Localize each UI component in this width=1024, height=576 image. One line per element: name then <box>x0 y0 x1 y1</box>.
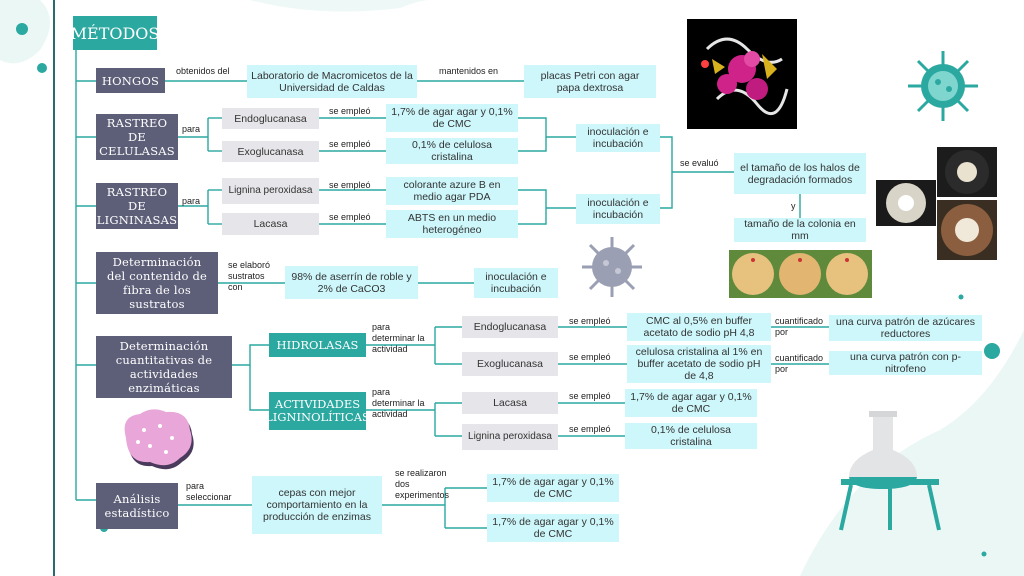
flask-stand-icon <box>839 411 941 531</box>
ligninasas-lignina-peroxidasa: Lignina peroxidasa <box>222 178 319 204</box>
evaluacion-link-se-evaluo: se evaluó <box>680 158 719 168</box>
celulasas-medio-1: 1,7% de agar agar y 0,1% de CMC <box>386 104 518 132</box>
cuantitativa-link-se-empleo-2: se empleó <box>569 352 611 362</box>
cuantitativa-medio-3: 1,7% de agar agar y 0,1% de CMC <box>625 389 757 417</box>
evaluacion-colonia-box: tamaño de la colonia en mm <box>734 218 866 242</box>
evaluacion-halos-box: el tamaño de los halos de degradación fo… <box>734 153 866 194</box>
ligninasas-link-se-empleo-2: se empleó <box>329 212 371 222</box>
hongos-link-mantenidos: mantenidos en <box>439 66 499 76</box>
hongos-petri-box: placas Petri con agar papa dextrosa <box>524 65 656 98</box>
fibra-inoculacion: inoculación e incubación <box>474 268 558 298</box>
estadistico-heading: Análisis estadístico <box>96 483 178 529</box>
hidrolasas-heading: HIDROLASAS <box>269 333 366 357</box>
ligninasas-link-se-empleo-1: se empleó <box>329 180 371 190</box>
cuantitativa-link-cuantificado-1: cuantificado por <box>775 316 824 337</box>
cuantitativa-lignina-peroxidasa: Lignina peroxidasa <box>462 424 558 450</box>
hidrolasas-link-para: para determinar la actividad <box>372 322 425 354</box>
celulasas-link-se-empleo-1: se empleó <box>329 106 371 116</box>
cuantitativa-link-se-empleo-4: se empleó <box>569 424 611 434</box>
celulasas-inoculacion: inoculación e incubación <box>576 124 660 152</box>
ligninasas-lacasa: Lacasa <box>222 213 319 235</box>
cuantitativa-medio-1: CMC al 0,5% en buffer acetato de sodio p… <box>627 313 771 341</box>
fibra-link-se-elaboro: se elaboró sustratos con <box>228 260 271 292</box>
fibra-heading: Determinación del contenido de fibra de … <box>96 252 218 314</box>
celulasas-link-para: para <box>182 124 201 134</box>
gray-virus-icon <box>582 237 642 297</box>
petri-dish-image <box>937 147 997 197</box>
celulasas-endoglucanasa: Endoglucanasa <box>222 108 319 129</box>
cuantitativa-link-se-empleo-1: se empleó <box>569 316 611 326</box>
estadistico-link-experimentos: se realizaron dos experimentos <box>395 468 450 500</box>
cuantitativa-curva-2: una curva patrón con p-nitrofeno <box>829 351 982 375</box>
page-title: MÉTODOS <box>71 16 159 50</box>
cuantitativa-medio-2: celulosa cristalina al 1% en buffer acet… <box>627 345 771 383</box>
hongos-heading: HONGOS <box>96 68 165 93</box>
celulasas-medio-2: 0,1% de celulosa cristalina <box>386 138 518 164</box>
agar-plates-image <box>729 250 872 298</box>
fibra-sustrato-box: 98% de aserrín de roble y 2% de CaCO3 <box>285 266 418 299</box>
hongos-link-obtenidos: obtenidos del <box>176 66 230 76</box>
cuantitativa-exoglucanasa: Exoglucanasa <box>462 352 558 376</box>
cuantitativa-heading: Determinación cuantitativas de actividad… <box>96 336 232 398</box>
celulasas-heading: RASTREO DE CELULASAS <box>96 114 178 160</box>
cuantitativa-link-cuantificado-2: cuantificado por <box>775 353 824 374</box>
virus-icon <box>908 51 978 121</box>
ligninasas-link-para: para <box>182 196 201 206</box>
celulasas-link-se-empleo-2: se empleó <box>329 139 371 149</box>
evaluacion-link-y: y <box>791 201 796 211</box>
ligninasas-heading: RASTREO DE LIGNINASAS <box>96 183 178 229</box>
cuantitativa-medio-4: 0,1% de celulosa cristalina <box>625 423 757 449</box>
ligninoliticas-heading: ACTIVIDADES LIGNINOLÍTICAS <box>265 392 370 430</box>
petri-dish-image <box>876 180 936 226</box>
cuantitativa-endoglucanasa: Endoglucanasa <box>462 316 558 338</box>
celulasas-exoglucanasa: Exoglucanasa <box>222 141 319 162</box>
cuantitativa-link-se-empleo-3: se empleó <box>569 391 611 401</box>
protein-structure-image <box>687 19 797 129</box>
ligninoliticas-link-para: para determinar la actividad <box>372 387 425 419</box>
estadistico-experimento-1: 1,7% de agar agar y 0,1% de CMC <box>487 474 619 502</box>
petri-dish-image <box>937 200 997 260</box>
cuantitativa-curva-1: una curva patrón de azúcares reductores <box>829 315 982 341</box>
ligninasas-medio-1: colorante azure B en medio agar PDA <box>386 177 518 205</box>
ligninasas-inoculacion: inoculación e incubación <box>576 194 660 224</box>
estadistico-experimento-2: 1,7% de agar agar y 0,1% de CMC <box>487 514 619 542</box>
estadistico-cepas-box: cepas con mejor comportamiento en la pro… <box>252 476 382 534</box>
cuantitativa-lacasa: Lacasa <box>462 392 558 414</box>
estadistico-link-para: para seleccionar <box>186 481 232 502</box>
ligninasas-medio-2: ABTS en un medio heterogéneo <box>386 210 518 238</box>
hongos-laboratorio-box: Laboratorio de Macromicetos de la Univer… <box>247 65 417 98</box>
cell-icon <box>124 409 194 470</box>
